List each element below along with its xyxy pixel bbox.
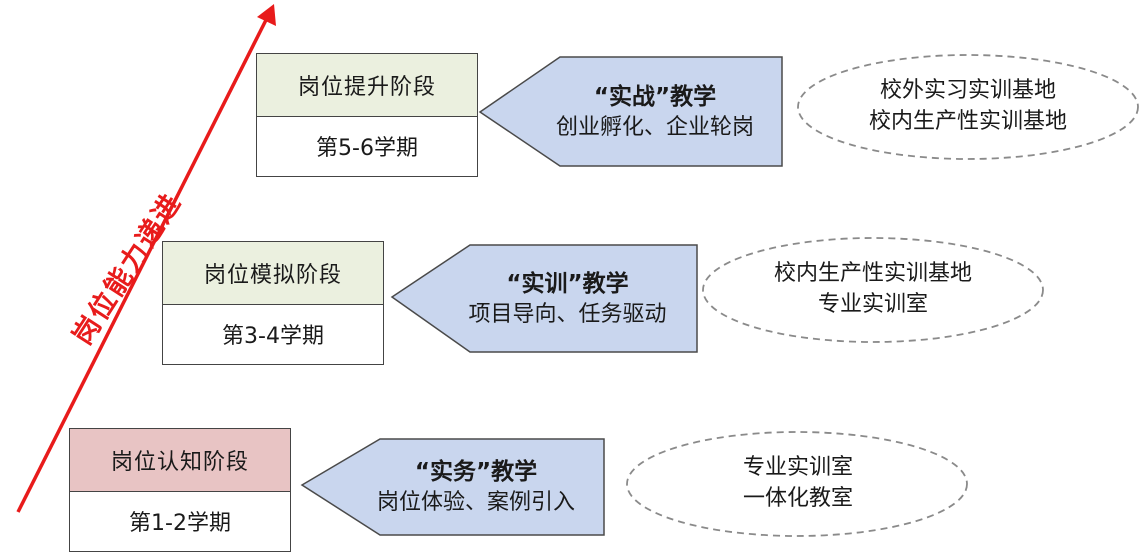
base-item: 专业实训室 [817,292,928,317]
teaching-desc: 岗位体验、案例引入 [376,489,575,515]
training-bases-low: 专业实训室 一体化教室 [650,447,946,521]
teaching-mode-top: “实战”教学 创业孵化、企业轮岗 [530,64,780,160]
progress-arrow-head [257,4,276,26]
base-item: 专业实训室 [742,455,853,481]
teaching-desc: 创业孵化、企业轮岗 [555,114,754,140]
base-item: 校内生产性实训基地 [773,261,972,287]
teaching-desc: 项目导向、任务驱动 [468,301,667,327]
stage-name: 岗位模拟阶段 [163,242,383,305]
ellipse-top [797,54,1139,160]
base-item: 校外实习实训基地 [879,78,1056,104]
base-item: 一体化教室 [742,486,853,511]
pentagon-top [478,56,783,167]
stage-term: 第3-4学期 [222,324,324,349]
ellipse-low [626,431,968,537]
teaching-mode-mid: “实训”教学 项目导向、任务驱动 [440,252,695,346]
stage-box-cognition: 岗位认知阶段 第1-2学期 [69,428,291,552]
stage-name: 岗位认知阶段 [70,429,290,492]
pentagon-low [300,438,605,536]
teaching-title: “实训”教学 [506,270,629,297]
stage-box-upgrade: 岗位提升阶段 第5-6学期 [256,53,478,177]
training-bases-mid: 校内生产性实训基地 专业实训室 [725,253,1021,327]
stage-box-simulation: 岗位模拟阶段 第3-4学期 [162,241,384,365]
stage-term: 第5-6学期 [316,136,418,161]
stage-name: 岗位提升阶段 [257,54,477,117]
teaching-mode-low: “实务”教学 岗位体验、案例引入 [350,444,602,530]
stage-term: 第1-2学期 [129,511,231,536]
teaching-title: “实战”教学 [593,83,717,110]
training-bases-top: 校外实习实训基地 校内生产性实训基地 [820,70,1116,144]
base-item: 校内生产性实训基地 [868,109,1067,134]
progress-arrow-shaft [16,19,268,513]
teaching-title: “实务”教学 [414,458,538,485]
pentagon-mid [390,244,698,353]
ellipse-mid [702,237,1044,343]
